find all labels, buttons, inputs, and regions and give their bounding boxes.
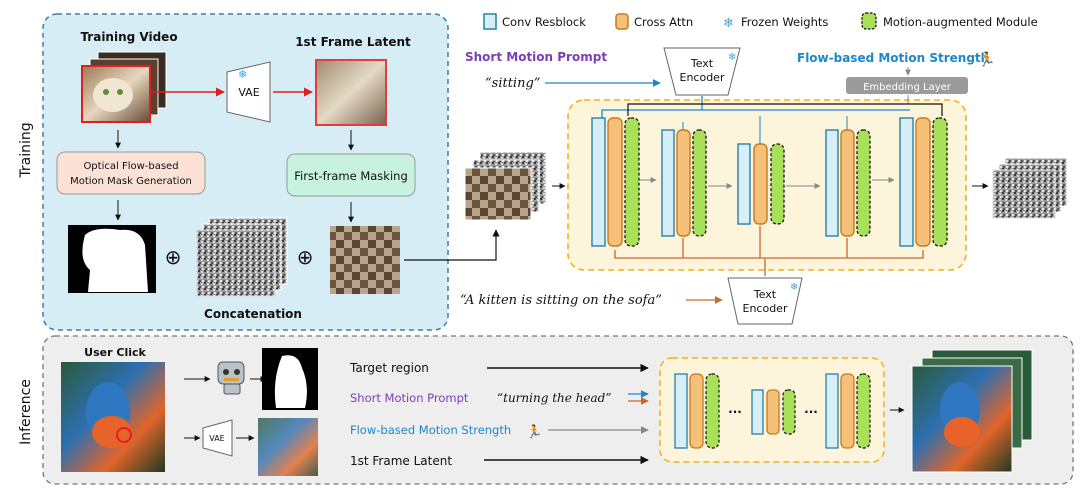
inference-short-motion-label: Short Motion Prompt [350,391,469,405]
oplus-symbol-2: ⊕ [297,245,314,269]
training-side-label: Training [18,122,34,178]
snowflake-icon: ❄ [238,68,247,81]
inference-unet-blocks [674,373,871,449]
output-latents [992,169,1056,219]
svg-text:Encoder: Encoder [743,302,788,315]
short-motion-prompt-label: Short Motion Prompt [465,50,607,64]
legend-motion-swatch [861,12,877,30]
concatenation-label: Concatenation [204,307,302,321]
svg-text:Text: Text [753,288,777,301]
svg-text:VAE: VAE [209,434,225,443]
masked-first-frame-image [330,226,400,294]
optical-flow-mask-box [56,151,206,195]
vae-encoder-inference [202,419,233,457]
legend-cross-label: Cross Attn [634,15,693,29]
first-frame-latent-image [315,59,387,126]
click-cursor-icon [116,427,132,443]
target-region-label: Target region [349,361,429,375]
oplus-symbol-1: ⊕ [165,245,182,269]
text-encoder-bottom [727,277,803,325]
inference-running-person-icon: 🏃 [526,424,542,440]
text-encoder-bottom-snowflake-icon: ❄ [790,282,798,293]
robot-icon [217,361,245,395]
legend-cross-swatch [615,13,629,30]
embedding-layer-box [846,77,968,94]
legend-conv-swatch [483,13,497,30]
flow-strength-label: Flow-based Motion Strength [797,51,989,65]
inference-first-frame-latent-label: 1st Frame Latent [350,454,452,468]
inference-side-label: Inference [18,379,34,445]
unet-blocks [591,117,948,247]
svg-text:VAE: VAE [238,86,259,99]
first-frame-latent-inference-image [258,418,318,476]
legend-frozen-label: Frozen Weights [741,15,828,29]
legend-motion-label: Motion-augmented Module [883,15,1038,29]
legend-conv-label: Conv Resblock [502,15,586,29]
ellipsis-1: ··· [728,405,742,419]
noise-latent-image [196,229,276,297]
legend-snowflake-icon: ❄ [723,16,734,31]
ellipsis-2: ··· [804,405,818,419]
inference-flow-strength-label: Flow-based Motion Strength [350,423,511,437]
long-prompt: “A kitten is sitting on the sofa” [460,293,662,308]
first-frame-masking-box [286,153,416,197]
first-frame-latent-label: 1st Frame Latent [295,35,411,49]
optical-flow-line2: Motion Mask Generation [70,176,192,187]
user-click-label: User Click [84,346,146,359]
inference-short-motion-value: “turning the head” [497,391,611,405]
running-person-icon: 🏃 [978,51,995,68]
vae-encoder [226,61,271,123]
text-encoder-top [663,47,741,96]
stacked-input-latents [464,167,532,221]
svg-text:Embedding Layer: Embedding Layer [863,82,952,93]
svg-text:Text: Text [690,57,714,70]
svg-text:First-frame Masking: First-frame Masking [294,169,408,183]
optical-flow-line1: Optical Flow-based [83,161,178,172]
short-motion-prompt-value: “sitting” [485,76,540,91]
text-encoder-top-snowflake-icon: ❄ [728,52,736,63]
training-video-label: Training Video [80,30,177,44]
svg-text:Encoder: Encoder [680,71,725,84]
